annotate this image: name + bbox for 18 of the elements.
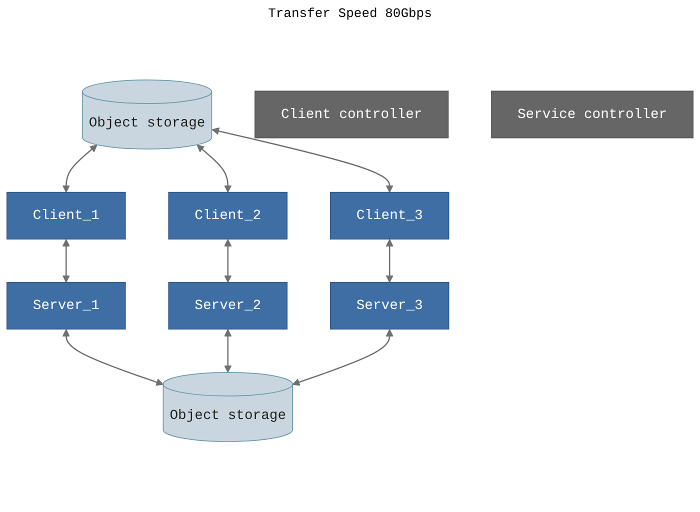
node-box: Service controller [491, 90, 694, 139]
arrow [62, 144, 98, 193]
arrow [386, 239, 394, 283]
node-box: Server_2 [168, 282, 288, 330]
arrow [196, 144, 232, 193]
node-box: Server_3 [330, 282, 450, 330]
arrow [212, 128, 394, 193]
node-box: Client controller [254, 90, 449, 139]
arrow [224, 239, 232, 283]
node-box: Client_2 [168, 192, 288, 240]
arrow [62, 329, 164, 386]
arrow [224, 329, 232, 373]
node-box: Client_3 [330, 192, 450, 240]
arrow [292, 329, 394, 386]
speed-note: Transfer Speed 80Gbps [267, 6, 433, 21]
node-box: Client_1 [6, 192, 126, 240]
arrow [62, 239, 70, 283]
node-box: Server_1 [6, 282, 126, 330]
